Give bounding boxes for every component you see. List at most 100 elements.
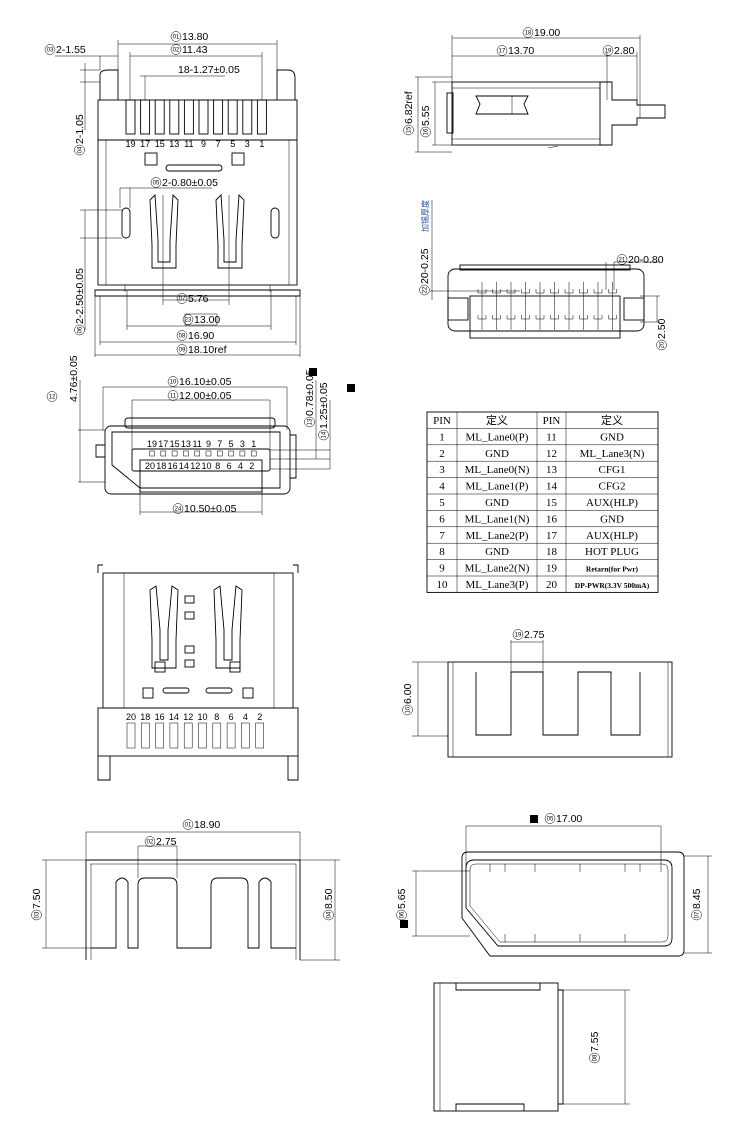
dimension-label: 048.50 xyxy=(323,888,335,921)
balloon-marker xyxy=(589,1052,600,1064)
pin-number: 16 xyxy=(168,461,178,471)
pin-number: 13 xyxy=(169,139,179,149)
pin-number: 3 xyxy=(245,139,250,149)
pin-number: 6 xyxy=(229,712,234,722)
dimension-value: 12.00±0.05 xyxy=(179,390,232,402)
pin-number: 4 xyxy=(238,461,243,471)
dimension-label: 078.45 xyxy=(691,888,703,921)
pin-number: 19 xyxy=(125,139,135,149)
side-view xyxy=(415,35,666,153)
dimension-label: 037.50 xyxy=(31,888,43,921)
dimension-value: 20-0.25 xyxy=(419,248,431,284)
pin-contact xyxy=(154,99,165,135)
balloon-number: 08 xyxy=(593,1054,599,1061)
table-cell: CFG2 xyxy=(599,481,626,493)
dimension-value: 7.50 xyxy=(31,888,43,909)
pin-number: 11 xyxy=(184,139,193,149)
pin-contact xyxy=(155,722,164,749)
pin-contact xyxy=(255,722,264,749)
dimension-value: 7.55 xyxy=(589,1031,601,1052)
table-cell: ML_Lane3(P) xyxy=(466,579,529,591)
table-cell: 14 xyxy=(546,481,558,493)
dimension-value: 2-1.55 xyxy=(56,44,86,56)
pin-contact xyxy=(217,450,223,457)
pin-contact xyxy=(183,99,194,135)
table-cell: Retarn(for Pwr) xyxy=(586,565,639,574)
pin-contact xyxy=(125,99,136,135)
pin-contact xyxy=(198,99,209,135)
table-cell: AUX(HLP) xyxy=(586,497,638,509)
balloon-number: 11 xyxy=(170,394,177,400)
balloon-number: 18 xyxy=(525,31,532,37)
dimension-label: 18-1.27±0.05 xyxy=(178,64,240,76)
table-cell: 3 xyxy=(439,464,445,476)
balloon-number: 23 xyxy=(185,318,192,324)
balloon-number: 06 xyxy=(400,911,406,918)
pin-number: 17 xyxy=(140,139,150,149)
balloon-marker xyxy=(182,314,194,325)
dimension-label: 130.78±0.05 xyxy=(304,369,316,428)
pin-contact xyxy=(171,450,178,457)
balloon-marker xyxy=(46,391,58,402)
pin-contact xyxy=(228,450,234,457)
balloon-marker xyxy=(31,909,42,921)
table-cell: HOT PLUG xyxy=(585,546,639,558)
dimension-label: 156.82ref xyxy=(403,91,415,136)
dimension-value: 16.90 xyxy=(188,330,214,342)
dimension-value: 20-0.80 xyxy=(628,254,664,266)
balloon-number: 06 xyxy=(78,326,84,333)
balloon-number: 24 xyxy=(175,507,182,513)
balloon-marker xyxy=(304,416,315,428)
balloon-marker xyxy=(403,124,414,136)
balloon-number: 08 xyxy=(179,334,186,340)
table-cell: 4 xyxy=(439,481,445,493)
pin-number: 15 xyxy=(170,439,180,449)
dimension-label: 087.55 xyxy=(589,1031,601,1064)
pin-number: 18 xyxy=(156,461,166,471)
dimension-label: 04 2-1.05 xyxy=(74,114,86,156)
pin-number: 10 xyxy=(197,712,207,722)
dimension-value: 13.00 xyxy=(194,314,220,326)
table-header: PIN xyxy=(543,415,561,427)
critical-dimension-icon xyxy=(530,815,538,823)
table-cell: GND xyxy=(485,497,509,509)
balloon-number: 03 xyxy=(47,48,54,54)
balloon-number: 19 xyxy=(515,633,522,639)
balloon-marker xyxy=(150,177,162,188)
dimension-value: 2-1.05 xyxy=(74,114,86,144)
pin-contact xyxy=(242,99,253,135)
balloon-number: 20 xyxy=(660,341,666,348)
balloon-marker xyxy=(172,503,184,514)
pin-contact xyxy=(126,722,136,749)
pin-contact xyxy=(169,99,180,135)
balloon-marker xyxy=(616,254,628,265)
table-cell: 5 xyxy=(439,497,445,509)
balloon-number: 04 xyxy=(78,146,84,153)
pin-number: 14 xyxy=(169,712,179,722)
balloon-marker xyxy=(176,293,188,304)
balloon-marker xyxy=(170,31,182,42)
pin-number: 2 xyxy=(249,461,254,471)
dimension-value: 16.10±0.05 xyxy=(179,376,232,388)
balloon-number: 03 xyxy=(35,911,41,918)
pin-number: 18 xyxy=(140,712,150,722)
bottom-view xyxy=(430,200,660,339)
table-cell: 8 xyxy=(439,546,445,558)
balloon-marker xyxy=(544,813,556,824)
pin-contact xyxy=(212,722,222,749)
balloon-marker xyxy=(323,909,334,921)
table-cell: 9 xyxy=(439,563,445,575)
pin-number: 7 xyxy=(216,139,221,149)
